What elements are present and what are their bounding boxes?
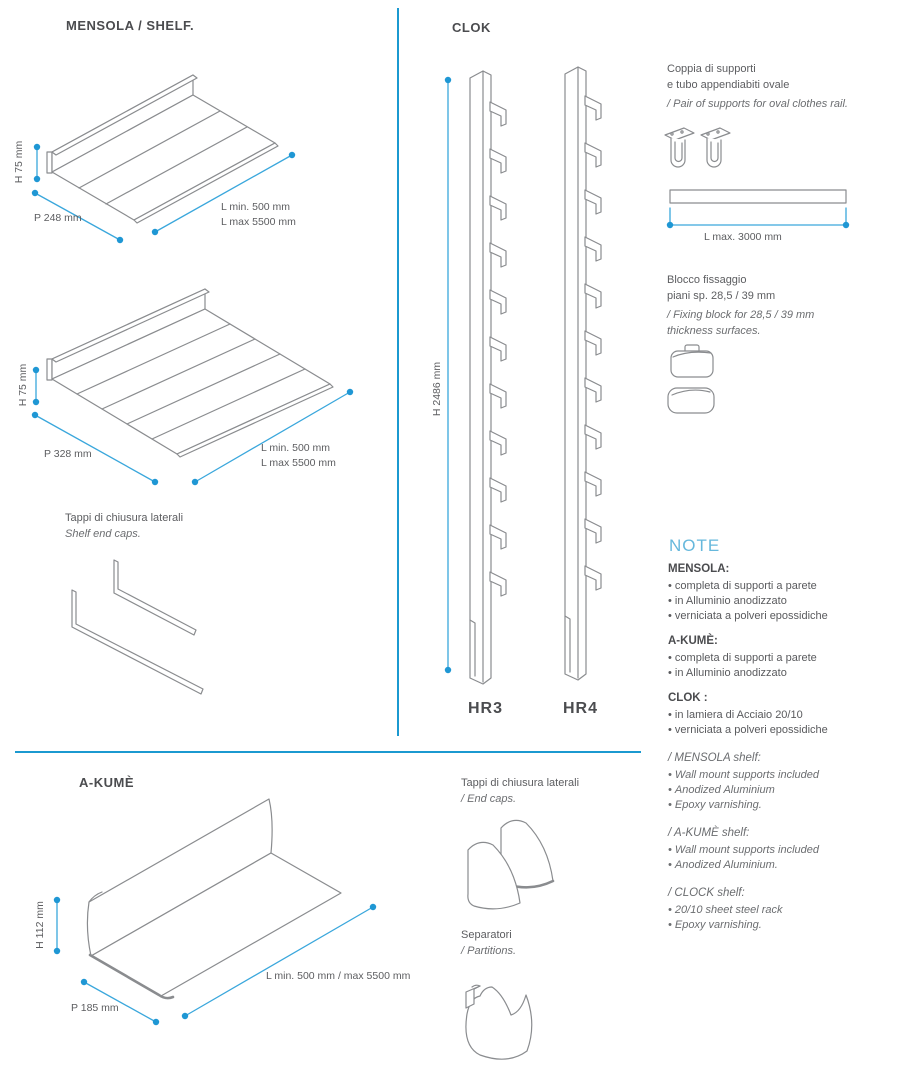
clok-height-label: H 2486 mm <box>431 361 443 417</box>
rail-label-it-1: Coppia di supporti <box>667 63 756 75</box>
note-item: Wall mount supports included <box>668 843 904 858</box>
note-title: NOTE <box>669 536 721 555</box>
mensola-narrow-shelf-drawing <box>31 74 296 244</box>
note-list-clock-en: 20/10 sheet steel rack Epoxy varnishing. <box>668 903 904 933</box>
note-item: Epoxy varnishing. <box>668 798 904 813</box>
rail-label-it-2: e tubo appendiabiti ovale <box>667 79 790 91</box>
akume-depth-label: P 185 mm <box>71 1002 119 1014</box>
block-label-en-1: / Fixing block for 28,5 / 39 mm <box>667 309 815 321</box>
akume-endcaps-label-en: / End caps. <box>461 793 517 805</box>
akume-endcaps-drawing <box>467 819 555 910</box>
mensola-endcaps-drawing <box>71 559 204 695</box>
akume-height-label: H 112 mm <box>34 901 46 949</box>
note-item: in lamiera di Acciaio 20/10 <box>668 708 904 723</box>
note-heading-clock-en: / CLOCK shelf: <box>668 887 745 899</box>
note-item: in Alluminio anodizzato <box>668 666 904 681</box>
clok-racks-drawing <box>444 66 602 685</box>
separator-drawing <box>465 984 533 1060</box>
note-list-mensola-en: Wall mount supports included Anodized Al… <box>668 768 904 813</box>
mensola-endcaps-label-it: Tappi di chiusura laterali <box>65 512 184 524</box>
mensola-wide-depth-label: P 328 mm <box>44 448 92 460</box>
mensola-endcaps-label-en: Shelf end caps. <box>65 528 141 540</box>
akume-length-label: L min. 500 mm / max 5500 mm <box>266 970 411 982</box>
block-label-en-2: thickness surfaces. <box>667 325 761 337</box>
vertical-divider <box>397 8 399 736</box>
note-heading-akume-en: / A-KUMÈ shelf: <box>668 827 750 839</box>
note-item: in Alluminio anodizzato <box>668 594 904 609</box>
note-item: verniciata a polveri epossidiche <box>668 609 904 624</box>
mensola-narrow-height-label: H 75 mm <box>13 140 25 184</box>
note-list-akume: completa di supporti a parete in Allumin… <box>668 651 904 681</box>
rail-label-en: / Pair of supports for oval clothes rail… <box>667 98 848 110</box>
dimension-lines <box>34 146 293 241</box>
akume-endcaps-label-it: Tappi di chiusura laterali <box>461 777 580 789</box>
note-item: completa di supporti a parete <box>668 651 904 666</box>
rail-supports-drawing <box>664 127 731 168</box>
separators-label-it: Separatori <box>461 929 512 941</box>
note-list-akume-en: Wall mount supports included Anodized Al… <box>668 843 904 873</box>
mensola-narrow-depth-label: P 248 mm <box>34 212 82 224</box>
note-heading-mensola: MENSOLA: <box>668 563 730 575</box>
note-item: Anodized Aluminium <box>668 783 904 798</box>
akume-section-title: A-KUMÈ <box>79 775 134 790</box>
note-item: completa di supporti a parete <box>668 579 904 594</box>
mensola-section-title: MENSOLA / SHELF. <box>66 18 195 33</box>
mensola-wide-length-label: L min. 500 mm L max 5500 mm <box>261 442 336 469</box>
rail-length-dimension <box>669 207 847 226</box>
note-item: Anodized Aluminium. <box>668 858 904 873</box>
mensola-narrow-length-label: L min. 500 mm L max 5500 mm <box>221 201 296 228</box>
note-heading-clok: CLOK : <box>668 692 708 704</box>
block-label-it-1: Blocco fissaggio <box>667 274 747 286</box>
clok-section-title: CLOK <box>452 20 491 35</box>
note-block: MENSOLA: completa di supporti a parete i… <box>668 552 904 933</box>
fixing-block-drawing <box>667 344 715 414</box>
note-heading-mensola-en: / MENSOLA shelf: <box>668 752 761 764</box>
horizontal-divider <box>15 751 641 753</box>
dimension-lines <box>34 369 351 483</box>
block-label-it-2: piani sp. 28,5 / 39 mm <box>667 290 776 302</box>
note-list-clok: in lamiera di Acciaio 20/10 verniciata a… <box>668 708 904 738</box>
mensola-wide-shelf-drawing <box>31 288 354 486</box>
mensola-wide-height-label: H 75 mm <box>17 363 29 407</box>
note-item: verniciata a polveri epossidiche <box>668 723 904 738</box>
note-item: Epoxy varnishing. <box>668 918 904 933</box>
clothes-rail-drawing <box>666 189 850 229</box>
rail-length-label: L max. 3000 mm <box>704 231 782 243</box>
note-item: Wall mount supports included <box>668 768 904 783</box>
rack-hr3 <box>469 70 507 685</box>
separators-label-en: / Partitions. <box>461 945 517 957</box>
note-heading-akume: A-KUMÈ: <box>668 635 718 647</box>
dimension-lines <box>56 899 374 1023</box>
akume-shelf-drawing <box>53 798 377 1026</box>
note-list-mensola: completa di supporti a parete in Allumin… <box>668 579 904 624</box>
note-item: 20/10 sheet steel rack <box>668 903 904 918</box>
model-label-hr3: HR3 <box>468 700 504 717</box>
model-label-hr4: HR4 <box>563 700 599 717</box>
rack-hr4 <box>564 66 602 681</box>
